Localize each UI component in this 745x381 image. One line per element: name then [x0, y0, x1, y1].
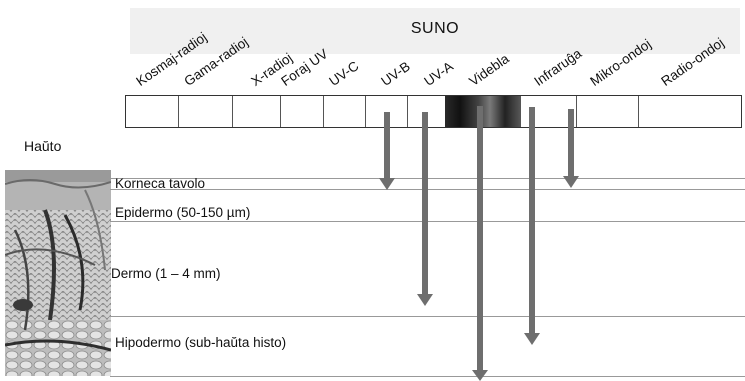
cell-infrared — [520, 96, 577, 127]
sun-bar: SUNO — [130, 8, 740, 54]
arrow-uv-a — [417, 112, 433, 306]
layer-line-hypodermis — [110, 376, 745, 377]
layer-label-stratum-corneum: Korneca tavolo — [115, 176, 206, 191]
cell-gamma-rays — [178, 96, 233, 127]
cell-x-rays — [232, 96, 281, 127]
label-uv-c: UV-C — [326, 58, 362, 89]
arrow-uv-b — [379, 112, 395, 190]
sun-label: SUNO — [410, 20, 460, 37]
cell-radio-waves — [638, 96, 741, 127]
layer-label-dermis: Dermo (1 – 4 mm) — [111, 266, 221, 281]
spectrum-strip — [125, 95, 742, 128]
label-uv-b: UV-B — [378, 58, 413, 89]
arrow-infrared — [524, 107, 540, 345]
skin-illustration — [5, 170, 111, 376]
label-uv-a: UV-A — [421, 58, 456, 89]
layer-label-hypodermis: Hipodermo (sub-haŭta histo) — [115, 335, 287, 350]
cell-uv-c — [323, 96, 366, 127]
cell-cosmic-rays — [126, 96, 179, 127]
arrow-visible — [472, 106, 488, 381]
layer-label-epidermis: Epidermo (50-150 µm) — [115, 205, 251, 220]
cell-uv-b — [365, 96, 408, 127]
cell-far-uv — [280, 96, 324, 127]
cell-microwaves — [576, 96, 639, 127]
label-visible: Videbla — [466, 51, 512, 89]
arrow-microwaves — [563, 109, 579, 188]
skin-title: Haŭto — [24, 138, 62, 154]
layer-line-dermis — [110, 316, 745, 317]
